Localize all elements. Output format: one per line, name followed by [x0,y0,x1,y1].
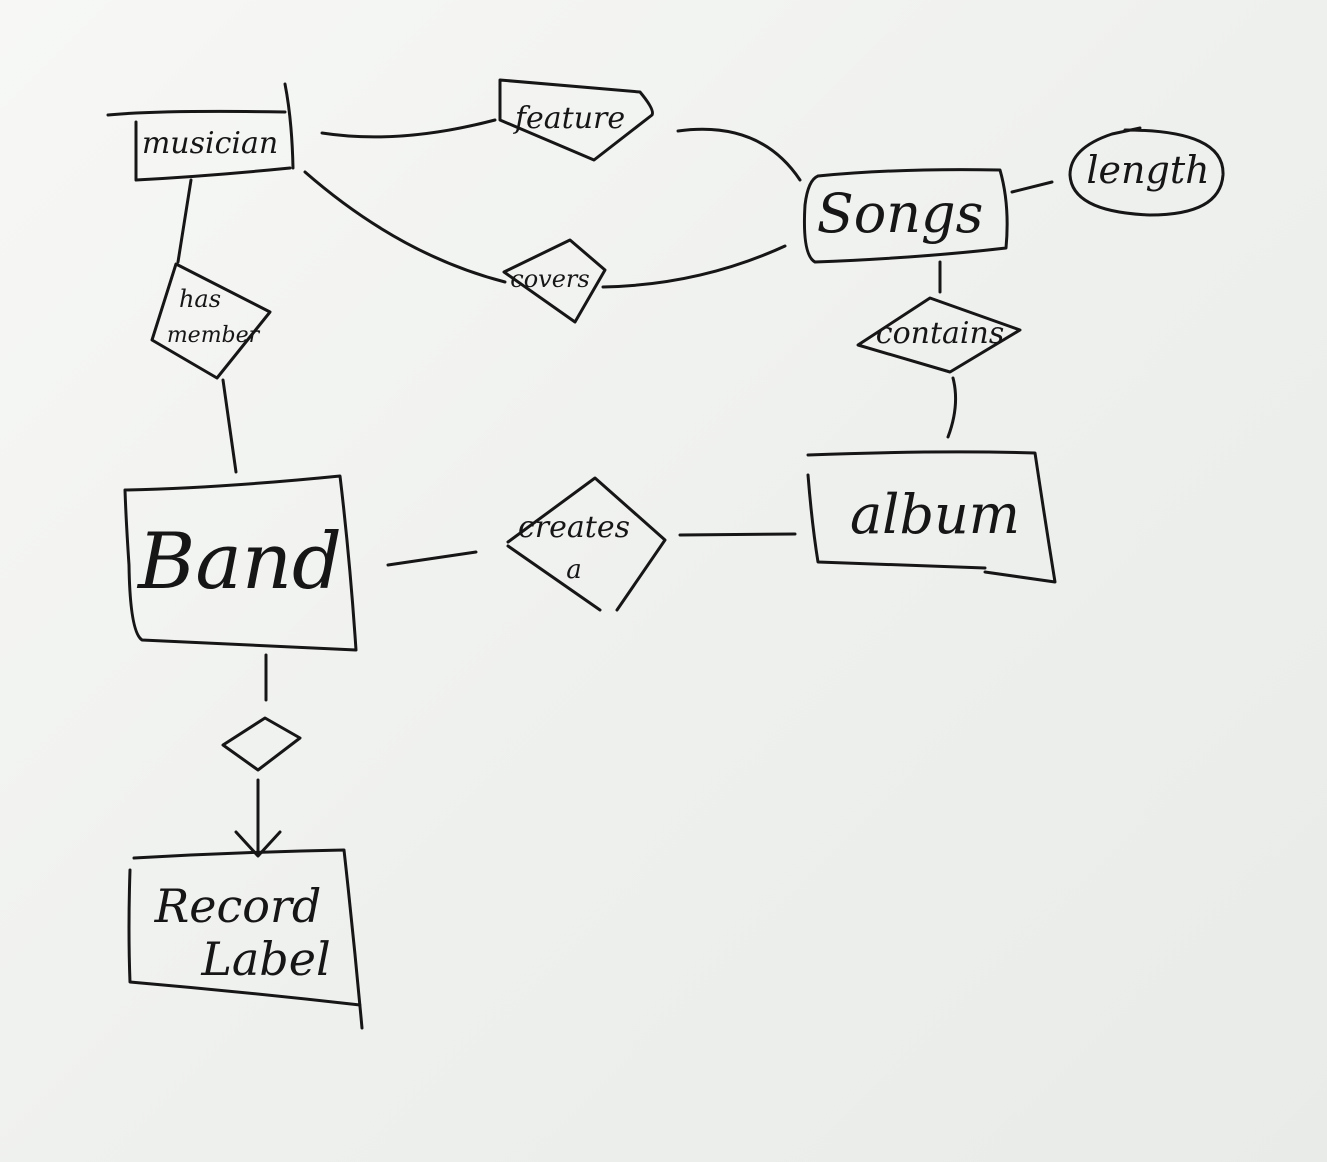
connectors [176,118,1054,858]
relationship-covers: covers [502,238,607,324]
line-contains-album [946,376,958,439]
line-musician-hasmember [176,178,193,264]
entity-band-label: Band [136,517,342,607]
relationship-feature-label: feature [513,101,625,136]
entity-songs-label: Songs [817,182,984,245]
relationship-has-member-line1: has [179,285,221,313]
entity-songs: Songs [803,168,1009,264]
entity-album: album [806,450,1057,584]
entity-album-label: album [850,483,1020,546]
entity-band: Band [123,474,358,652]
relationship-band-record-label [221,716,302,772]
relationship-covers-label: covers [510,265,589,293]
relationship-creates-line1: creates [518,510,630,545]
line-feature-songs [676,127,802,182]
entity-record-label: Record Label [127,848,364,1030]
relationship-contains: contains [856,296,1022,374]
relationship-has-member-line2: member [167,323,261,348]
entity-record-label-line1: Record [154,879,322,933]
relationship-has-member: has member [150,262,272,380]
relationship-feature: feature [498,78,654,162]
line-creates-album [678,532,797,537]
attribute-length-label: length [1086,148,1209,192]
line-musician-covers [303,170,507,284]
line-covers-songs [601,244,787,289]
arrow-head-recordlabel [234,830,282,858]
relationship-creates: creates a [506,476,667,612]
relationship-contains-label: contains [876,316,1004,351]
line-hasmember-band [221,378,238,474]
entity-musician: musician [106,82,295,182]
attribute-length: length [1068,126,1225,217]
relationship-creates-line2: a [566,555,582,585]
line-songs-length [1010,180,1054,194]
line-band-creates [386,550,478,567]
entity-musician-label: musician [142,126,278,161]
line-musician-feature [320,118,497,139]
entity-record-label-line2: Label [200,932,330,986]
